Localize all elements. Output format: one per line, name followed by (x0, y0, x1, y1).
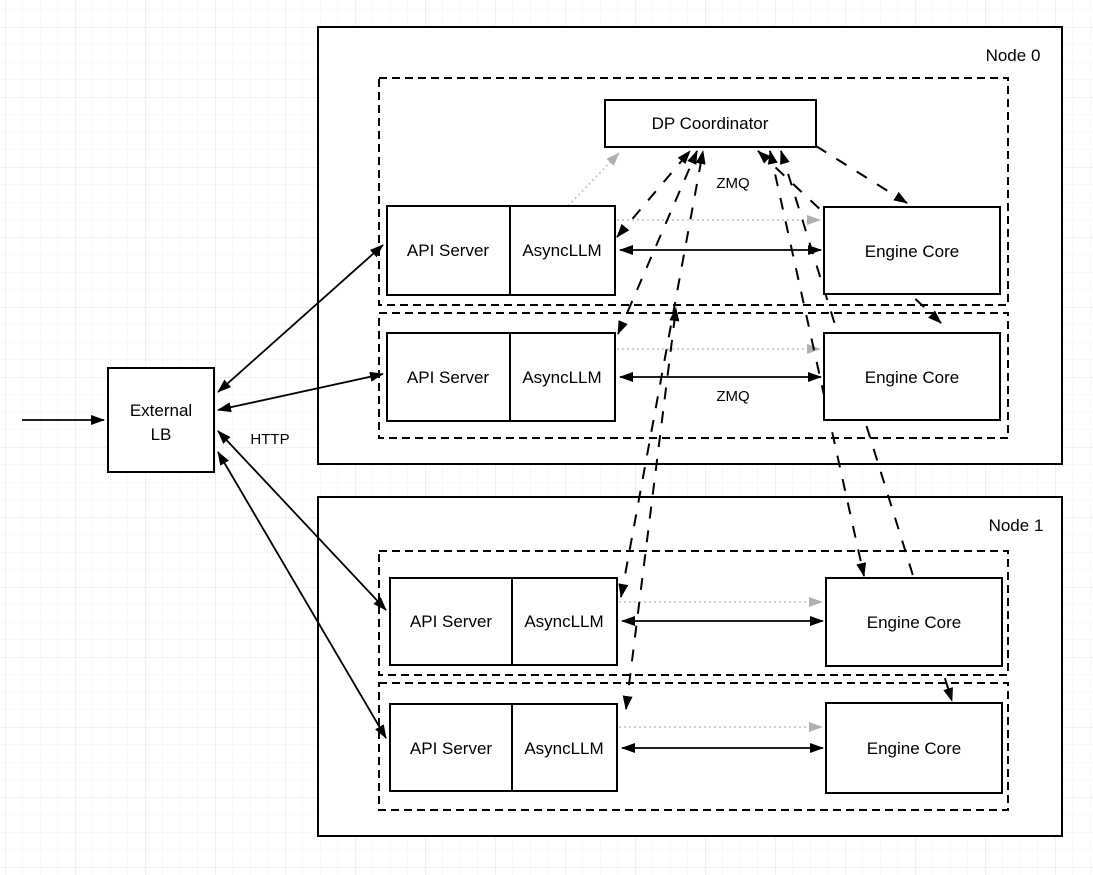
asyncllm-label-n1r0: AsyncLLM (524, 612, 603, 631)
asyncllm-label-n1r1: AsyncLLM (524, 739, 603, 758)
http-edge-label: HTTP (250, 431, 289, 448)
external-lb: External LB (107, 367, 215, 473)
node-0-label: Node 0 (986, 46, 1041, 65)
api-async-box-n1r1 (389, 703, 618, 792)
engine-core-label-n0r0: Engine Core (865, 242, 960, 261)
engine-core-label-n1r0: Engine Core (867, 613, 962, 632)
engine-core-label-n1r1: Engine Core (867, 739, 962, 758)
external-lb-label-line1: External (130, 401, 192, 420)
api-server-label-n0r0: API Server (407, 241, 490, 260)
dp-coordinator-box (604, 99, 817, 148)
node-0-row-1: API Server AsyncLLM Engine Core (386, 332, 1001, 422)
node-1-row-1: API Server AsyncLLM Engine Core (389, 702, 1003, 794)
node-1-label: Node 1 (989, 516, 1044, 535)
engine-core-box-n0r0 (823, 206, 1001, 295)
api-async-box-n0r0 (386, 205, 616, 296)
external-lb-box (107, 367, 215, 473)
engine-core-box-n1r0 (825, 577, 1003, 667)
engine-core-box-n0r1 (823, 332, 1001, 421)
arrow-http-lb-api-n0r1 (217, 371, 384, 413)
api-server-label-n1r1: API Server (410, 739, 493, 758)
zmq-engine-edge-label: ZMQ (716, 388, 749, 405)
asyncllm-label-n0r1: AsyncLLM (522, 368, 601, 387)
api-async-box-n0r1 (386, 332, 616, 422)
node-1-row-0: API Server AsyncLLM Engine Core (389, 577, 1003, 667)
node-1-group-row-1 (378, 682, 1009, 811)
api-async-box-n1r0 (389, 577, 618, 666)
arrow-dotted-async-coordinator (567, 152, 620, 207)
arrow-http-lb-api-n1r1 (217, 451, 387, 739)
engine-core-box-n1r1 (825, 702, 1003, 794)
asyncllm-label-n0r0: AsyncLLM (522, 241, 601, 260)
arrow-coord-async-n1r1 (622, 307, 680, 710)
arrow-http-lb-api-n0r0 (217, 244, 384, 393)
engine-core-label-n0r1: Engine Core (865, 368, 960, 387)
node-0-row-0: API Server AsyncLLM Engine Core (386, 205, 1001, 296)
external-lb-label-line2: LB (151, 425, 172, 444)
api-server-label-n0r1: API Server (407, 368, 490, 387)
dp-coordinator-label: DP Coordinator (652, 114, 769, 133)
api-server-label-n1r0: API Server (410, 612, 493, 631)
zmq-coordinator-edge-label: ZMQ (716, 175, 749, 192)
